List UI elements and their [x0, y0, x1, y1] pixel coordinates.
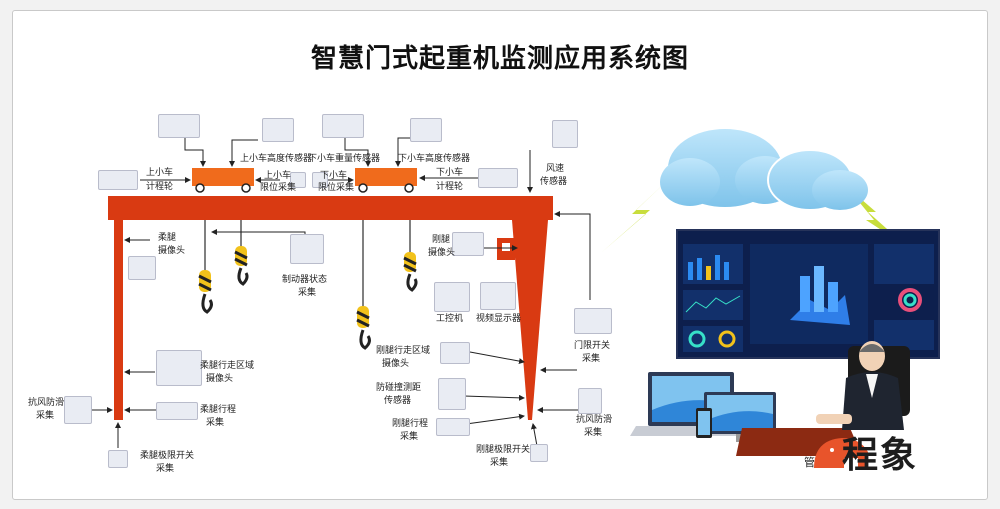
arrow-rigid-area	[469, 351, 525, 365]
gate-limit-switch-photo	[574, 308, 612, 334]
label-anti-wind-left-2: 采集	[36, 411, 55, 421]
wind-sensor-photo	[552, 120, 578, 148]
anti-wind-right-photo	[578, 388, 602, 414]
label-lower-weight-sensor: 下小车重量传感器	[308, 154, 381, 164]
arrow-upper-height	[229, 139, 258, 167]
label-brake-1: 制动器状态	[282, 275, 328, 285]
brand-name: 程象	[842, 435, 919, 476]
ipc-photo	[434, 282, 470, 312]
label-upper-trolley: 上小车	[146, 168, 174, 178]
anticollision-sensor-photo	[438, 378, 466, 410]
label-upper-height-sensor: 上小车高度传感器	[240, 154, 313, 164]
label-rigid-cam-1: 刚腿	[432, 235, 451, 245]
arrow-rigid-travel	[465, 413, 525, 425]
lower-meter-wheel-photo	[478, 168, 518, 188]
label-flex-area-cam-1: 柔腿行走区域	[200, 361, 255, 371]
label-flex-travel-2: 采集	[206, 418, 225, 428]
lightning-left	[602, 180, 668, 252]
rigid-leg-camera-photo	[452, 232, 484, 256]
label-manager: 管	[804, 456, 815, 469]
upper-weight-sensor-photo	[158, 114, 200, 138]
label-video-display: 视频显示器	[476, 314, 522, 324]
label-lower-meter-wheel: 计程轮	[436, 182, 464, 192]
upper-height-sensor-photo	[262, 118, 294, 142]
label-brake-2: 采集	[298, 288, 317, 298]
arrow-rigid-limit	[530, 423, 538, 447]
hook-4	[403, 220, 418, 292]
label-rigid-travel-2: 采集	[400, 432, 419, 442]
diagram-title: 智慧门式起重机监测应用系统图	[310, 44, 689, 74]
label-anti-wind-left-1: 抗风防滑	[28, 398, 65, 408]
label-lower-limit-1: 下小车	[320, 171, 348, 181]
label-rigid-area-cam-1: 刚腿行走区域	[376, 346, 431, 356]
lower-limit-switch-photo	[312, 172, 328, 188]
label-upper-limit-2: 限位采集	[260, 183, 297, 193]
label-lower-trolley: 下小车	[436, 168, 464, 178]
lower-height-sensor-photo	[410, 118, 442, 142]
label-flex-cam-1: 柔腿	[158, 233, 177, 243]
anti-wind-left-photo	[64, 396, 92, 424]
label-flex-cam-2: 摄像头	[158, 246, 186, 256]
hook-1	[198, 220, 213, 314]
label-gate-limit-2: 采集	[582, 354, 601, 364]
video-display-photo	[480, 282, 516, 310]
hook-2	[234, 220, 249, 286]
label-anti-wind-right-2: 采集	[584, 428, 603, 438]
upper-meter-wheel-photo	[98, 170, 138, 190]
label-flex-travel-1: 柔腿行程	[200, 405, 237, 415]
label-gate-limit-1: 门限开关	[574, 341, 611, 351]
rigid-area-camera-photo	[440, 342, 470, 364]
brand-elephant-icon	[814, 438, 868, 468]
label-ipc: 工控机	[436, 314, 464, 324]
label-flex-limit-2: 采集	[156, 464, 175, 474]
label-rigid-area-cam-2: 摄像头	[382, 359, 410, 369]
label-wind-1: 风速	[546, 164, 565, 174]
crane-main-beam	[108, 196, 553, 220]
flexible-limit-switch-photo	[108, 450, 128, 468]
arrow-upper-weight	[184, 136, 206, 167]
dashboard-screen	[676, 229, 940, 359]
label-anti-wind-right-1: 抗风防滑	[576, 415, 613, 425]
label-anticollision-2: 传感器	[384, 396, 412, 406]
label-lower-limit-2: 限位采集	[318, 183, 355, 193]
upper-limit-switch-photo	[290, 172, 306, 188]
label-lower-height-sensor: 下小车高度传感器	[398, 154, 471, 164]
label-rigid-cam-2: 摄像头	[428, 248, 456, 258]
label-upper-limit-1: 上小车	[264, 171, 292, 181]
label-wind-2: 传感器	[540, 177, 568, 187]
label-rigid-limit-1: 刚腿极限开关	[476, 445, 531, 455]
arrow-lower-weight	[344, 138, 371, 167]
brake-photo	[290, 234, 324, 264]
label-flex-area-cam-2: 摄像头	[206, 374, 234, 384]
label-rigid-limit-2: 采集	[490, 458, 509, 468]
arrow-gate-limit	[554, 211, 591, 300]
crane-flexible-leg	[114, 220, 123, 420]
label-flex-limit-1: 柔腿极限开关	[140, 451, 195, 461]
flexible-leg-camera-photo	[128, 256, 156, 280]
phone-icon	[696, 408, 712, 438]
cloud-icon	[660, 127, 868, 211]
rigid-travel-photo	[436, 418, 470, 436]
label-upper-meter-wheel: 计程轮	[146, 182, 174, 192]
crane-rigid-leg	[512, 220, 548, 420]
flexible-area-camera-photo	[156, 350, 202, 386]
lower-weight-sensor-photo	[322, 114, 364, 138]
hook-3	[356, 220, 371, 350]
manager-person	[816, 341, 910, 430]
label-anticollision-1: 防碰撞测距	[376, 383, 422, 393]
lower-trolley	[355, 168, 417, 186]
crane-beam-right-end	[540, 196, 553, 220]
monitor-icon	[704, 392, 776, 442]
flexible-travel-photo	[156, 402, 198, 420]
arrow-anticollision	[463, 394, 525, 401]
rigid-limit-switch-photo	[530, 444, 548, 462]
upper-trolley	[192, 168, 254, 186]
label-rigid-travel-1: 刚腿行程	[392, 419, 429, 429]
